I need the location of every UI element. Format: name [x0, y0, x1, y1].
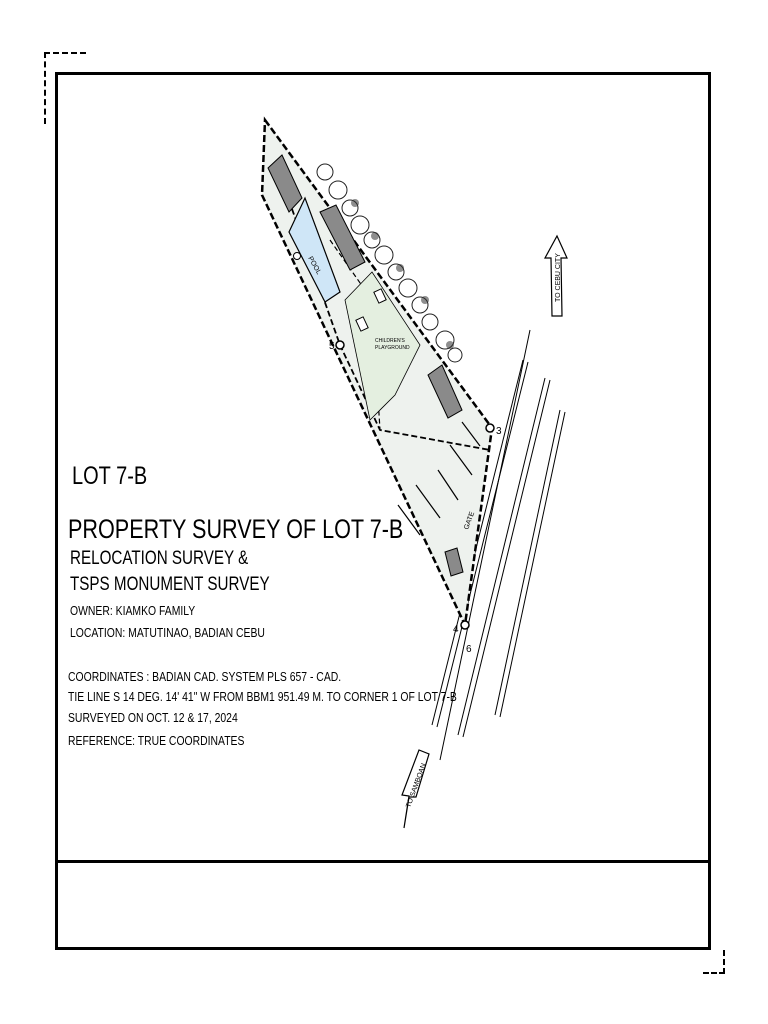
parking-lines: [397, 421, 481, 536]
owner-text: OWNER: KIAMKO FAMILY: [70, 603, 196, 618]
playground-label: CHILDREN'S: [375, 338, 406, 344]
survey-heading: PROPERTY SURVEY OF LOT 7-B: [68, 514, 404, 544]
corner-markers: 3 4 5 6: [293, 252, 502, 655]
corner-5-label: 5: [329, 341, 335, 352]
surveyed-date-text: SURVEYED ON OCT. 12 & 17, 2024: [68, 710, 238, 725]
corner-6-label: 6: [466, 644, 472, 655]
lot-title: LOT 7-B: [72, 462, 148, 490]
pool-area: [288, 196, 341, 303]
arrow-to-cebu-city: TO CEBU CITY: [543, 234, 568, 317]
survey-subheading-2: TSPS MONUMENT SURVEY: [70, 574, 270, 595]
coordinates-text: COORDINATES : BADIAN CAD. SYSTEM PLS 657…: [68, 669, 342, 684]
title-block-divider: [55, 860, 711, 863]
corner-3-label: 3: [496, 426, 502, 437]
location-text: LOCATION: MATUTINAO, BADIAN CEBU: [70, 625, 265, 640]
corner-4-label: 4: [453, 624, 459, 635]
building-cottages: [319, 204, 366, 271]
building-north: [267, 154, 303, 213]
svg-text:PLAYGROUND: PLAYGROUND: [375, 345, 410, 351]
arrow-north-label: TO CEBU CITY: [555, 253, 562, 302]
arrow-to-samboan: TO SAMBOAN: [401, 749, 430, 829]
building-east: [427, 364, 463, 419]
building-gate: [444, 547, 464, 577]
road-lines: [431, 329, 566, 761]
sheet-frame: [55, 72, 711, 950]
tie-line-text: TIE LINE S 14 DEG. 14' 41" W FROM BBM1 9…: [68, 689, 457, 704]
survey-subheading-1: RELOCATION SURVEY &: [70, 548, 249, 569]
crop-mark-bottom-right: [703, 950, 725, 974]
playground-area: [344, 271, 421, 421]
crop-mark-top-left: [44, 52, 86, 124]
reference-text: REFERENCE: TRUE COORDINATES: [68, 733, 245, 748]
